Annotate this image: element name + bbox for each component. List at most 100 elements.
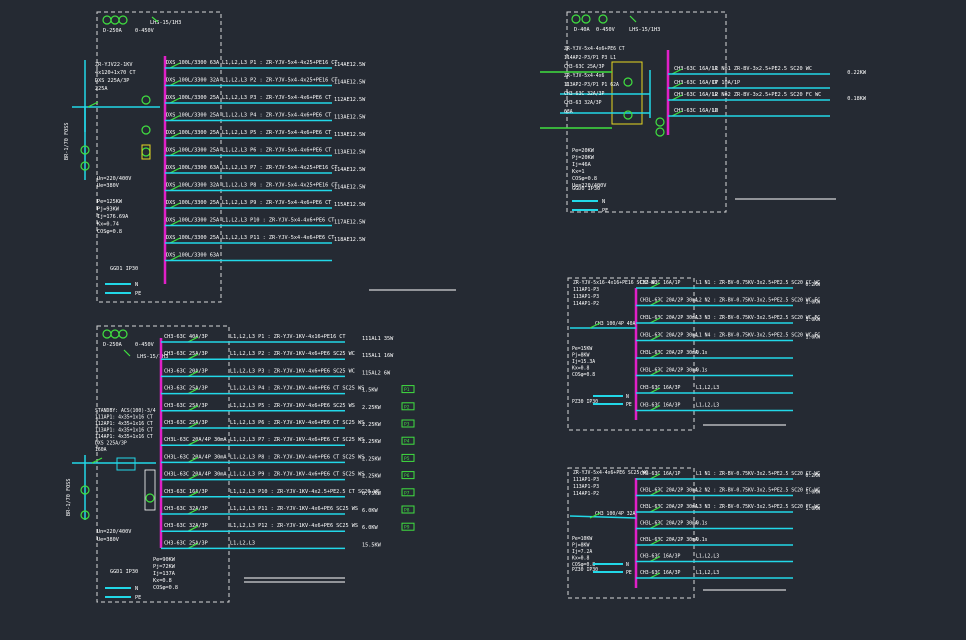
panel-4-load: 1.0KW: [806, 317, 821, 323]
panel-4-circuit-desc: L1,L2,L3: [696, 403, 719, 409]
panel-2-load: 2.25KW: [362, 405, 382, 411]
breaker-icon: [187, 474, 199, 481]
panel-5-param: Kx=0.8: [572, 556, 589, 562]
panel-2-param: Pj=72KW: [153, 564, 176, 570]
breaker-icon: [187, 422, 199, 429]
panel-2-incoming-label: BR-1/70 FOSS: [66, 479, 72, 516]
breaker-icon: [169, 62, 181, 69]
breaker-icon: [187, 525, 199, 532]
panel-4-param: COSφ=0.8: [572, 372, 595, 378]
panel-2-breaker-label: CH3-63C 20A/3P: [164, 368, 208, 374]
breaker-icon: [187, 542, 199, 549]
breaker-icon: [169, 167, 181, 174]
meter-icon: [141, 125, 151, 135]
panel-2-circuit-desc: L1,L2,L3 P5 : ZR-YJV-1KV-4x6+PE6 SC25 WS: [230, 403, 355, 409]
panel-2-incoming-note: 111AP1: 4x35+1x16 CT: [95, 415, 153, 421]
breaker-icon: [649, 506, 661, 513]
breaker-icon: [671, 82, 683, 89]
panel-2-cabinet-model: LHS-15/1H3: [137, 354, 168, 360]
panel-5-breaker-label: CH3-63C 16A/3P: [640, 570, 681, 576]
legend-n: N: [626, 562, 629, 568]
panel-2-load: 2.25KW: [362, 456, 382, 462]
breaker-icon: [649, 404, 661, 412]
panel-2-breaker-label: CH3-63C 40A/3P: [164, 334, 208, 340]
panel-4-circuit-desc: L1 N4 : ZR-BV-0.75KV-3x2.5+PE2.5 SC20 WC…: [696, 333, 820, 339]
panel-1-circuit-desc: L1,L2,L3 P9 : ZR-YJV-5x4-4x6+PE6 CT: [222, 200, 331, 206]
legend-pe: PE: [135, 291, 141, 297]
breaker-icon: [169, 149, 181, 157]
meter-icon: [145, 493, 155, 503]
panel-1-param: COSφ=0.8: [97, 229, 122, 235]
panel-1-breaker-label: DXS 100L/3300 25A: [166, 235, 220, 241]
breaker-icon: [187, 336, 199, 343]
panel-4-feeder-source: 113AP1-P3: [573, 294, 599, 300]
panel-3-incoming-note: 63A: [564, 109, 573, 115]
breaker-icon: [671, 94, 683, 101]
breaker-icon: [187, 405, 199, 412]
panel-1-load: 113AE12.5W: [334, 150, 366, 156]
panel-2-circuit-desc: L1,L2,L3 P4 : ZR-YJV-1KV-4x6+PE6 CT SC25…: [230, 386, 364, 392]
meter-icon: [102, 329, 112, 339]
panel-1-incoming-note: 225A: [95, 86, 108, 92]
panel-2-breaker-label: CH3-63C 16A/3P: [164, 489, 208, 495]
panel-2-tag: P7: [404, 490, 410, 496]
meter-icon: [598, 14, 608, 24]
panel-1-breaker-label: DXS 100L/3300 32A: [166, 78, 220, 84]
legend-n: N: [602, 199, 605, 205]
panel-4-param: Pj=8KW: [572, 353, 589, 359]
panel-2-circuit-desc: L1,L2,L3 P2 : ZR-YJV-1KV-4x6+PE6 SC25 WC: [230, 351, 355, 357]
breaker-icon: [649, 334, 661, 342]
panel-1-incoming-note: 4x120+1x70 CT: [95, 70, 136, 76]
panel-2-param: Pe=90KW: [153, 557, 176, 563]
panel-4-breaker-label: CH3-63C 16A/3P: [640, 385, 681, 391]
panel-1-rating: D-250A: [103, 28, 123, 34]
breaker-icon: [187, 388, 199, 395]
panel-2-param: COSφ=0.8: [153, 585, 178, 591]
panel-4-circuit-desc: L1,L2,L3: [696, 385, 719, 391]
meter-icon: [571, 14, 581, 24]
breaker-icon: [187, 353, 199, 360]
panel-5-circuit-desc: L3 N3 : ZR-BV-0.75KV-3x2.5+PE2.5 SC20 FC…: [696, 504, 820, 510]
panel-2-circuit-desc: L1,L2,L3 P11 : ZR-YJV-1KV-4x6+PE6 SC25 W…: [230, 506, 358, 512]
panel-5-feeder-source: 114AP1-P2: [573, 491, 599, 497]
panel-2-incoming-note: 114AP1: 4x35+1x16 CT: [95, 434, 153, 440]
breaker-icon: [589, 512, 601, 519]
panel-1-load: 113AE12.5W: [334, 132, 366, 138]
panel-2-breaker-label: CH3-63C 25A/3P: [164, 351, 208, 357]
panel-1-breaker-label: DXS 100L/3300 25A: [166, 95, 220, 101]
panel-1-frame: [96, 11, 222, 303]
breaker-icon: [649, 299, 661, 307]
panel-3-circuit-desc: L1 No1 ZR-BV-3x2.5+PE2.5 SC20 WC: [712, 66, 812, 72]
panel-5-incoming: [569, 515, 637, 519]
panel-4-ip: PZ30 IP30: [572, 399, 598, 405]
panel-5-circuit-desc: L2 N2 : ZR-BV-0.75KV-3x2.5+PE2.5 SC20 FC…: [696, 488, 820, 494]
panel-5-circuit-desc: 0.1s: [696, 521, 708, 527]
legend-n: N: [626, 394, 629, 400]
panel-3-voltage: 0-450V: [596, 27, 615, 33]
legend-pe: PE: [602, 208, 608, 214]
panel-1-param: Ue=380V: [97, 183, 119, 189]
panel-3-cabinet-model: LHS-15/1H3: [629, 27, 660, 33]
panel-2-load: 15.5KW: [362, 542, 382, 548]
ct-box: [116, 457, 136, 471]
tag-box: [401, 385, 415, 394]
breaker-icon: [589, 322, 601, 329]
breaker-icon: [187, 456, 199, 463]
panel-3-incoming-note: CH3-63C 25A/3P: [564, 64, 605, 70]
panel-2-frame: [96, 325, 230, 603]
panel-1-circuit-desc: L1,L2,L3 P5 : ZR-YJV-5x4-4x6+PE6 CT: [222, 130, 331, 136]
panel-3-rating: D-40A: [574, 27, 590, 33]
panel-1-breaker-label: DXS 100L/3300 25A: [166, 218, 220, 224]
panel-1-load: 114AE12.5W: [334, 167, 366, 173]
panel-1-breaker-label: DXS 100L/3300 25A: [166, 200, 220, 206]
meter-icon: [623, 77, 633, 87]
panel-2-circuit-desc: L1,L2,L3 P8 : ZR-YJV-1KV-4x6+PE6 CT SC25…: [230, 454, 364, 460]
panel-4-breaker-label: CH3L-63C 20A/2P 30mA: [640, 368, 698, 374]
panel-5-feeder-source: 111AP1-P3: [573, 477, 599, 483]
breaker-icon: [649, 489, 661, 497]
meter-box: [144, 469, 156, 511]
panel-2-load: 6.0KW: [362, 525, 378, 531]
panel-3-param: COSφ=0.8: [572, 176, 597, 182]
tag-box: [401, 453, 415, 462]
panel-1-ip: GGD1 IP30: [110, 266, 138, 272]
